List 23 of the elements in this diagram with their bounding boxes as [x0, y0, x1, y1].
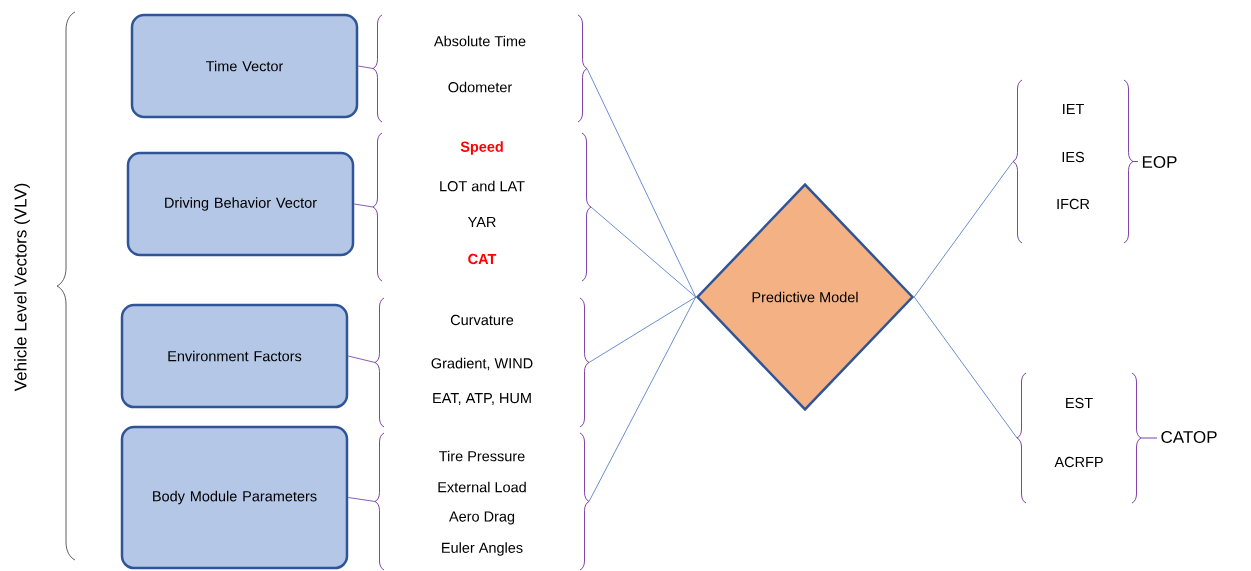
connector-line: [586, 68, 697, 298]
bracket-list: Tire Pressure External Load Aero Drag Euler Angles: [374, 432, 590, 571]
connector-line: [347, 497, 376, 502]
process-box: Driving Behavior Vector: [126, 151, 355, 257]
bracket-list: Absolute Time Odometer: [372, 14, 588, 123]
connector-line: [913, 296, 1018, 439]
process-box: Time Vector: [130, 13, 359, 119]
group-label: CATOP: [1161, 431, 1217, 444]
connector-line: [588, 296, 697, 502]
connector-line: [353, 203, 374, 208]
connector-line: [347, 355, 376, 363]
connector-line: [590, 206, 697, 298]
connector-line: [588, 296, 697, 363]
bracket-list: Speed LOT and LAT YAR CAT: [372, 132, 592, 282]
bracket-list: IET IES IFCR: [1012, 79, 1134, 244]
process-box: Body Module Parameters: [120, 425, 349, 570]
connector-line: [357, 65, 374, 69]
bracket-list: Curvature Gradient, WIND EAT, ATP, HUM: [374, 297, 590, 428]
process-box: Environment Factors: [120, 303, 349, 409]
group-label: EOP: [1142, 156, 1177, 169]
vertical-label: Vehicle Level Vectors (VLV): [14, 183, 30, 392]
connector-line: [913, 161, 1014, 298]
bracket-list: EST ACRFP: [1016, 372, 1142, 504]
